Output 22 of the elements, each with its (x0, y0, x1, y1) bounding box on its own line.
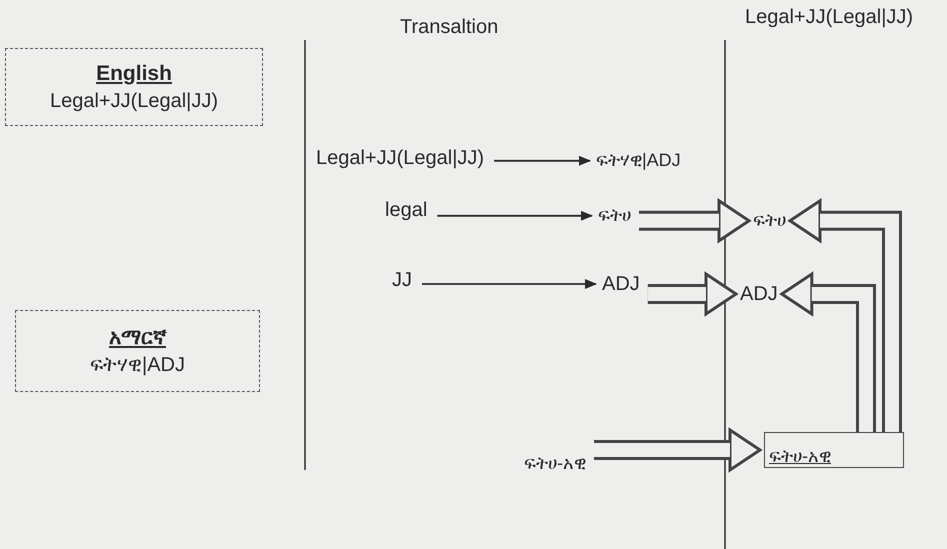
language-heading: English (96, 62, 172, 86)
term-text: ፍትሀ-አዊ (524, 453, 586, 475)
tagged-term: ፍትሃዊ|ADJ (90, 354, 185, 376)
term-text: ፍትሀ (753, 210, 786, 232)
arrow (422, 279, 597, 289)
word-text: ፍትሀ-አዊ (769, 446, 831, 467)
term-text: legal (385, 198, 428, 222)
word-box (764, 432, 904, 468)
term-text: JJ (392, 268, 412, 292)
term-text: ADJ (602, 272, 640, 296)
tagged-term: Legal+JJ(Legal|JJ) (50, 90, 218, 112)
arrow (437, 210, 593, 221)
term-text: ፍትሃዊ|ADJ (596, 150, 681, 172)
dashed-box (5, 48, 263, 126)
dashed-box (15, 310, 260, 392)
column-heading: Legal+JJ(Legal|JJ) (745, 6, 914, 29)
term-text: ADJ (740, 282, 778, 306)
term-text: ፍትሀ (598, 205, 631, 227)
arrow (494, 156, 591, 166)
column-heading: Transaltion (400, 16, 498, 39)
language-heading: አማርኛ (109, 326, 166, 350)
term-text: Legal+JJ(Legal|JJ) (316, 146, 484, 170)
